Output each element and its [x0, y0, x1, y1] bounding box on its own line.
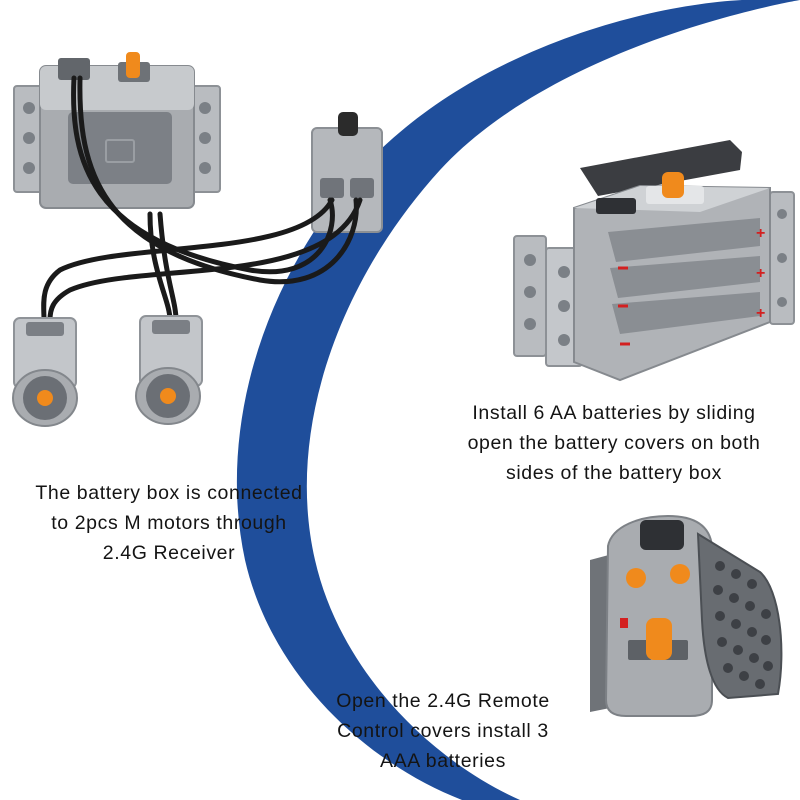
caption-line: Control covers install 3 [337, 720, 549, 742]
svg-text:+: + [756, 225, 765, 242]
remote-control [590, 514, 783, 717]
caption-line: 2.4G Receiver [102, 542, 236, 564]
caption-line: sides of the battery box [505, 462, 723, 484]
battery-connection-caption: The battery box is connected to 2pcs M m… [0, 478, 338, 568]
caption-line: open the battery covers on both [467, 432, 761, 454]
caption-line: The battery box is connected [35, 482, 303, 504]
caption-line: Install 6 AA batteries by sliding [472, 402, 756, 424]
caption-line: AAA batteries [380, 750, 506, 772]
battery-box-assembly [12, 52, 383, 427]
remote-install-caption: Open the 2.4G Remote Control covers inst… [298, 686, 588, 776]
opened-battery-box: + + + [513, 140, 795, 382]
caption-line: to 2pcs M motors through [51, 512, 287, 534]
battery-install-caption: Install 6 AA batteries by sliding open t… [436, 398, 792, 488]
m-motor-left [12, 317, 78, 427]
m-motor-right [135, 315, 203, 425]
svg-text:+: + [756, 305, 765, 322]
caption-line: Open the 2.4G Remote [336, 690, 550, 712]
svg-text:+: + [756, 265, 765, 282]
